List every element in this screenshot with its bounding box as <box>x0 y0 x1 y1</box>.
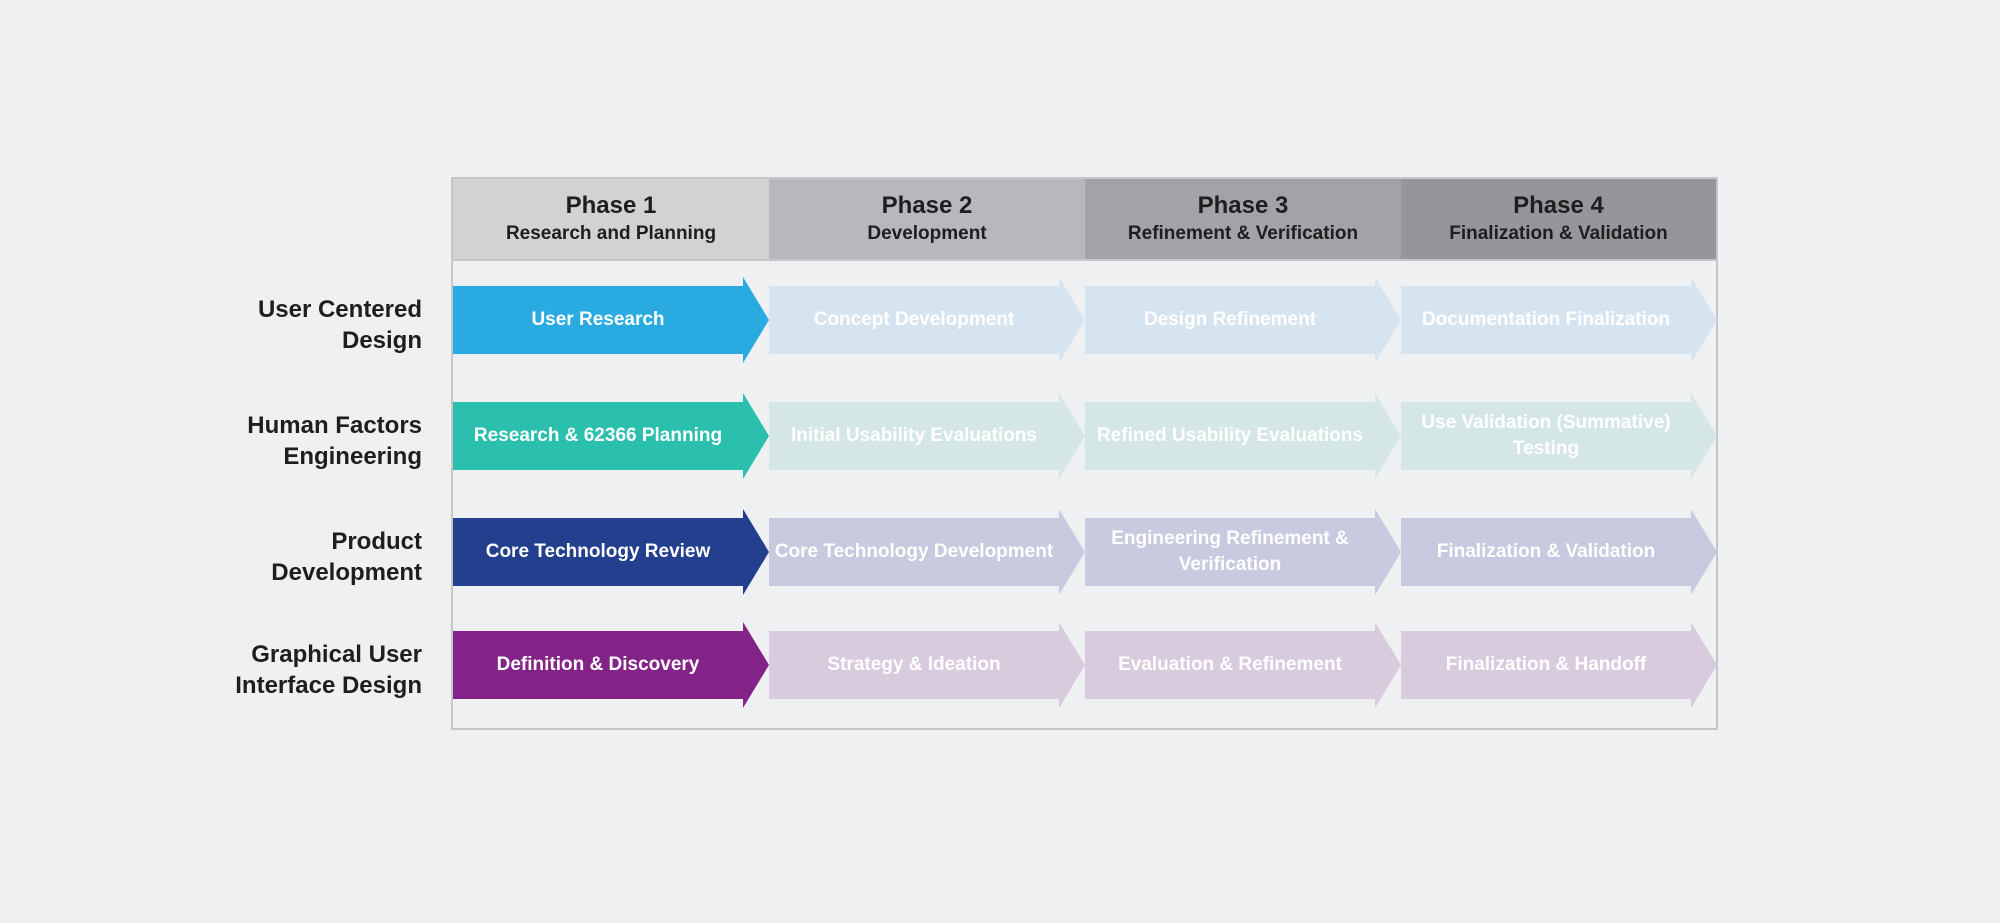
step-label: Research & 62366 Planning <box>473 425 723 446</box>
chevron-arrow-shape <box>769 509 1085 595</box>
chevron-arrow-fill <box>769 277 1085 363</box>
step-label: Design Refinement <box>1143 309 1317 330</box>
step-label: Finalization & Handoff <box>1445 654 1647 675</box>
chevron-arrow-shape <box>769 393 1085 479</box>
step-arrow-gui-phase-2: Strategy & Ideation <box>769 622 1085 708</box>
step-arrow-pd-phase-3: Engineering Refinement & Verification <box>1085 509 1401 595</box>
step-arrow-pd-phase-2: Core Technology Development <box>769 509 1085 595</box>
phase-title: Phase 3 <box>1197 192 1289 219</box>
chevron-arrow-fill <box>769 393 1085 479</box>
chevron-arrow-shape <box>453 509 769 595</box>
step-arrow-hfe-phase-3: Refined Usability Evaluations <box>1085 393 1401 479</box>
track-label-line: Interface Design <box>235 672 422 699</box>
track-label-line: Engineering <box>283 443 422 470</box>
chevron-arrow-shape <box>769 277 1085 363</box>
step-arrow-gui-phase-4: Finalization & Handoff <box>1401 622 1717 708</box>
step-label: Strategy & Ideation <box>827 654 1001 675</box>
step-label: Initial Usability Evaluations <box>790 425 1037 446</box>
track-label-line: User Centered <box>257 296 422 323</box>
step-arrow-gui-phase-3: Evaluation & Refinement <box>1085 622 1401 708</box>
phase-subtitle: Refinement & Verification <box>1127 223 1359 244</box>
step-arrow-hfe-phase-4: Use Validation (Summative) Testing <box>1401 393 1717 479</box>
phase-header-4: Phase 4 Finalization & Validation <box>1401 179 1716 259</box>
track-label-line: Design <box>341 327 422 354</box>
header-divider <box>453 259 1716 261</box>
chevron-arrow-shape <box>769 622 1085 708</box>
step-label: Concept Development <box>813 309 1015 330</box>
track-label-line: Development <box>271 559 422 586</box>
phase-subtitle: Finalization & Validation <box>1449 223 1668 244</box>
step-arrow-pd-phase-1: Core Technology Review <box>453 509 769 595</box>
step-label: Evaluation & Refinement <box>1118 654 1342 675</box>
phase-title: Phase 1 <box>565 192 657 219</box>
step-arrow-gui-phase-1: Definition & Discovery <box>453 622 769 708</box>
phase-subtitle: Research and Planning <box>505 223 717 244</box>
step-arrow-ucd-phase-1: User Research <box>453 277 769 363</box>
step-arrow-hfe-phase-2: Initial Usability Evaluations <box>769 393 1085 479</box>
chevron-arrow-shape <box>453 277 769 363</box>
chevron-arrow-fill <box>453 622 769 708</box>
chevron-arrow-fill <box>769 509 1085 595</box>
chevron-arrow-shape <box>1401 622 1717 708</box>
step-label: Refined Usability Evaluations <box>1096 425 1364 446</box>
chevron-arrow-shape <box>1085 622 1401 708</box>
track-label-line: Human Factors <box>247 412 422 439</box>
step-label: Engineering Refinement & Verification <box>1111 528 1349 575</box>
phase-header-3: Phase 3 Refinement & Verification <box>1085 179 1401 259</box>
step-label: Use Validation (Summative) Testing <box>1421 412 1671 459</box>
chevron-arrow-shape <box>1401 509 1717 595</box>
chevron-arrow-fill <box>453 393 769 479</box>
chevron-arrow-fill <box>1401 277 1717 363</box>
chevron-arrow-fill <box>1085 277 1401 363</box>
chevron-arrow-fill <box>1085 393 1401 479</box>
chevron-arrow-shape <box>1085 509 1401 595</box>
chevron-arrow-fill <box>453 277 769 363</box>
step-label: Core Technology Review <box>485 541 711 562</box>
track-label-line: Graphical User <box>251 641 422 668</box>
step-label: Finalization & Validation <box>1436 541 1656 562</box>
step-label: User Research <box>531 309 665 330</box>
step-arrow-hfe-phase-1: Research & 62366 Planning <box>453 393 769 479</box>
phase-title: Phase 2 <box>881 192 973 219</box>
step-label: Definition & Discovery <box>496 654 700 675</box>
phase-header-1: Phase 1 Research and Planning <box>453 179 769 259</box>
step-arrow-pd-phase-4: Finalization & Validation <box>1401 509 1717 595</box>
track-label-line: Product <box>331 528 422 555</box>
chevron-arrow-fill <box>769 622 1085 708</box>
chevron-arrow-shape <box>453 393 769 479</box>
step-arrow-ucd-phase-2: Concept Development <box>769 277 1085 363</box>
phase-title: Phase 4 <box>1513 192 1604 219</box>
chevron-arrow-fill <box>1401 622 1717 708</box>
chevron-arrow-shape <box>1085 393 1401 479</box>
phase-header-2: Phase 2 Development <box>769 179 1085 259</box>
chevron-arrow-fill <box>1401 509 1717 595</box>
step-arrow-ucd-phase-4: Documentation Finalization <box>1401 277 1717 363</box>
step-label: Core Technology Development <box>774 541 1054 562</box>
step-arrow-ucd-phase-3: Design Refinement <box>1085 277 1401 363</box>
phase-subtitle: Development <box>867 223 987 244</box>
step-label: Documentation Finalization <box>1421 309 1671 330</box>
chevron-arrow-fill <box>1401 393 1717 479</box>
chevron-arrow-shape <box>1085 277 1401 363</box>
phase-grid: Phase 1 Research and Planning Phase 2 De… <box>451 177 1718 730</box>
chevron-arrow-shape <box>1401 277 1717 363</box>
chevron-arrow-shape <box>453 622 769 708</box>
chevron-arrow-fill <box>1085 622 1401 708</box>
chevron-arrow-fill <box>453 509 769 595</box>
chevron-arrow-shape <box>1401 393 1717 479</box>
chevron-arrow-fill <box>1085 509 1401 595</box>
